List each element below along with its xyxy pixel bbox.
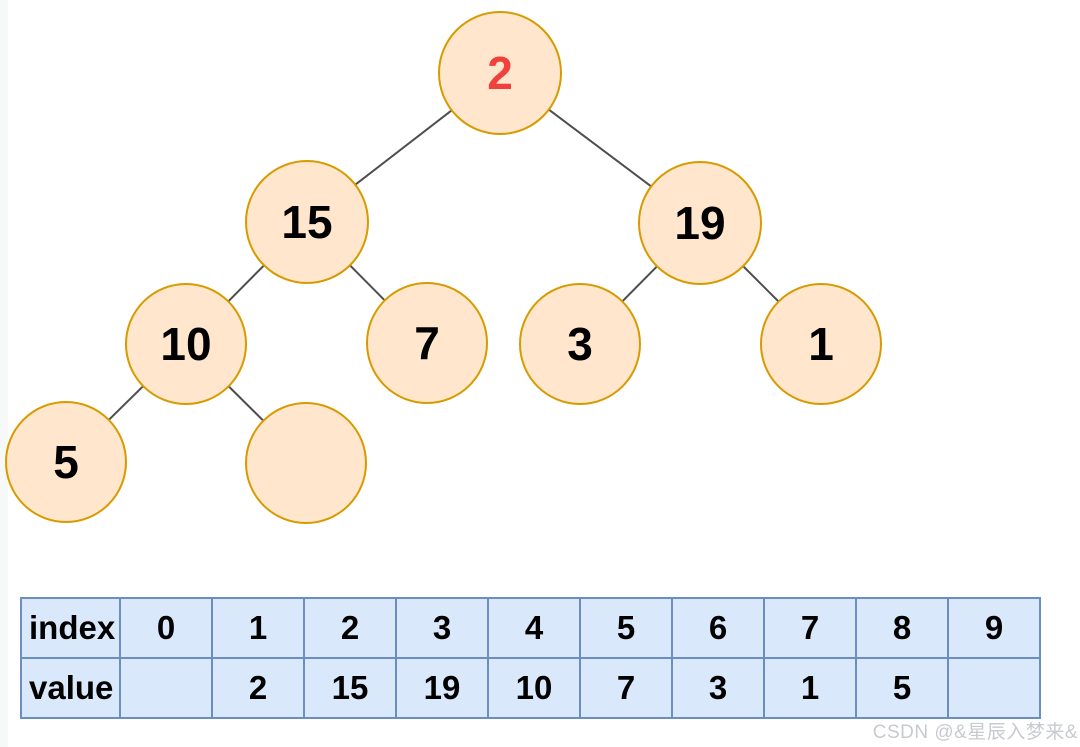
node-19 [638,161,762,285]
index-row-cell-0: 0 [119,597,213,659]
node-15 [245,160,369,284]
value-row-cell-9 [947,657,1041,719]
node-10 [125,283,247,405]
tree-edge-10-empty [227,385,265,422]
value-row-cell-5: 7 [579,657,673,719]
node-1-label: 1 [808,318,834,370]
node-empty [245,402,367,524]
node-7 [366,282,488,404]
page-left-edge [0,0,8,747]
node-7-label: 7 [414,317,440,369]
value-row-cell-3: 19 [395,657,489,719]
tree-edge-10-5 [108,385,144,421]
node-3 [519,283,641,405]
index-row-cell-7: 7 [763,597,857,659]
index-row-cell-3: 3 [395,597,489,659]
tree-edge-15-7 [349,264,386,302]
index-row-cell-6: 6 [671,597,765,659]
index-row-cell-4: 4 [487,597,581,659]
value-row-cell-2: 15 [303,657,397,719]
value-row-cell-6: 3 [671,657,765,719]
value-row-header: value [20,657,121,719]
node-1 [760,283,882,405]
node-3-label: 3 [567,318,593,370]
index-row-cell-5: 5 [579,597,673,659]
tree-edge-2-15 [354,109,453,186]
index-row-header: index [20,597,121,659]
tree-edge-19-1 [742,265,780,303]
tree-edge-15-10 [227,264,265,303]
index-row-cell-1: 1 [211,597,305,659]
value-row-cell-1: 2 [211,657,305,719]
index-row-cell-8: 8 [855,597,949,659]
tree-edge-2-19 [548,108,652,188]
value-row-cell-4: 10 [487,657,581,719]
node-5-label: 5 [53,436,79,488]
node-10-label: 10 [160,318,211,370]
watermark: CSDN @&星辰入梦来& [872,722,1078,743]
index-row-cell-2: 2 [303,597,397,659]
node-19-label: 19 [674,197,725,249]
value-row-cell-0 [119,657,213,719]
index-row-cell-9: 9 [947,597,1041,659]
value-row-cell-7: 1 [763,657,857,719]
node-2 [438,11,562,135]
tree-edge-19-3 [621,265,658,303]
node-2-label: 2 [487,47,513,99]
node-15-label: 15 [281,196,332,248]
value-row-cell-8: 5 [855,657,949,719]
node-5 [5,401,127,523]
